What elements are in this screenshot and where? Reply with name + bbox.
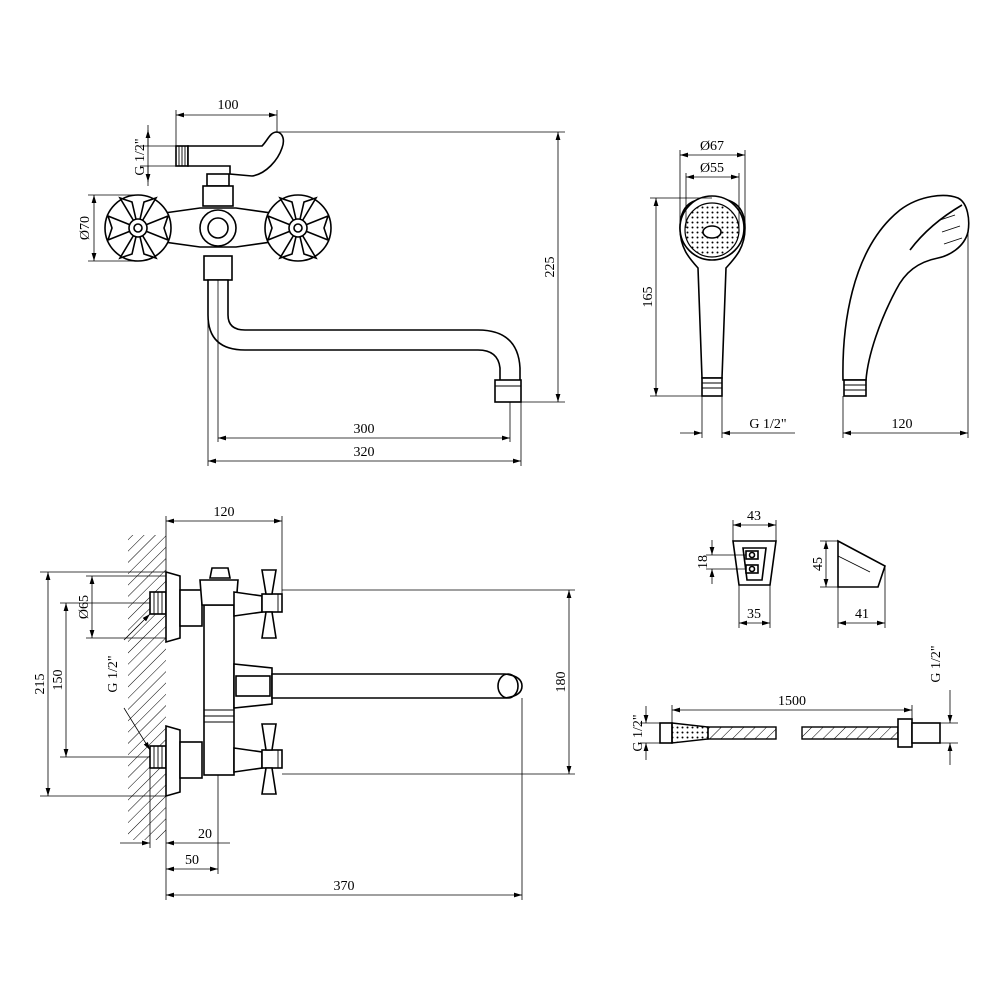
dim-18: 18 <box>696 555 711 569</box>
diverter-lever <box>187 131 285 177</box>
dim-100: 100 <box>218 98 239 113</box>
hose-cone <box>671 722 709 744</box>
holder-dims: 43 18 35 45 41 <box>696 509 886 628</box>
side-top-handle <box>261 569 283 639</box>
side-bottom-handle <box>261 723 283 795</box>
right-cross-handle <box>264 194 332 262</box>
dim-300: 300 <box>354 422 375 437</box>
dim-20: 20 <box>198 827 212 842</box>
mixer-front-view: 100 G 1/2" Ø70 225 300 320 <box>78 98 565 466</box>
dim-225: 225 <box>543 257 558 278</box>
wall-hatch <box>128 535 166 840</box>
dim-215: 215 <box>33 674 48 695</box>
dim-41: 41 <box>855 607 869 622</box>
dim-180: 180 <box>554 672 569 693</box>
dim-thread-top: G 1/2" <box>133 138 148 175</box>
dim-50: 50 <box>185 853 199 868</box>
dim-dia-65: Ø65 <box>77 595 92 619</box>
dim-dia-67: Ø67 <box>700 139 724 154</box>
spout-pipe <box>207 279 521 383</box>
dim-hose-thread-left: G 1/2" <box>631 714 646 751</box>
dim-shower-thread: G 1/2" <box>749 417 786 432</box>
dim-shower-120: 120 <box>892 417 913 432</box>
shower-head-front <box>679 195 746 397</box>
dim-dia-55: Ø55 <box>700 161 724 176</box>
dim-1500: 1500 <box>778 694 806 709</box>
shower-head-side <box>842 194 970 397</box>
dim-side-thread: G 1/2" <box>106 655 121 692</box>
mixer-side-view <box>128 535 523 840</box>
dim-side-120: 120 <box>214 505 235 520</box>
side-spout <box>271 673 523 699</box>
dim-dia-70: Ø70 <box>78 216 93 240</box>
left-cross-handle <box>104 194 172 262</box>
handle-thread <box>701 377 723 397</box>
holder-front <box>732 540 777 586</box>
dim-35: 35 <box>747 607 761 622</box>
holder-side <box>837 539 886 588</box>
dim-320: 320 <box>354 445 375 460</box>
side-dims: 120 215 150 Ø65 G 1/2" 180 20 50 370 <box>33 505 575 900</box>
hose-dims: 1500 G 1/2" G 1/2" <box>631 645 958 765</box>
dim-165: 165 <box>641 287 656 308</box>
dim-43: 43 <box>747 509 761 524</box>
hose <box>659 718 941 748</box>
hose-segment-left <box>707 726 777 740</box>
aerator <box>494 379 522 403</box>
dim-45: 45 <box>811 557 826 571</box>
shower-dims: Ø67 Ø55 165 G 1/2" 120 <box>641 139 969 438</box>
dim-370: 370 <box>334 879 355 894</box>
dim-150: 150 <box>51 670 66 691</box>
dim-hose-thread-right: G 1/2" <box>929 645 944 682</box>
hose-segment-right <box>801 726 899 740</box>
